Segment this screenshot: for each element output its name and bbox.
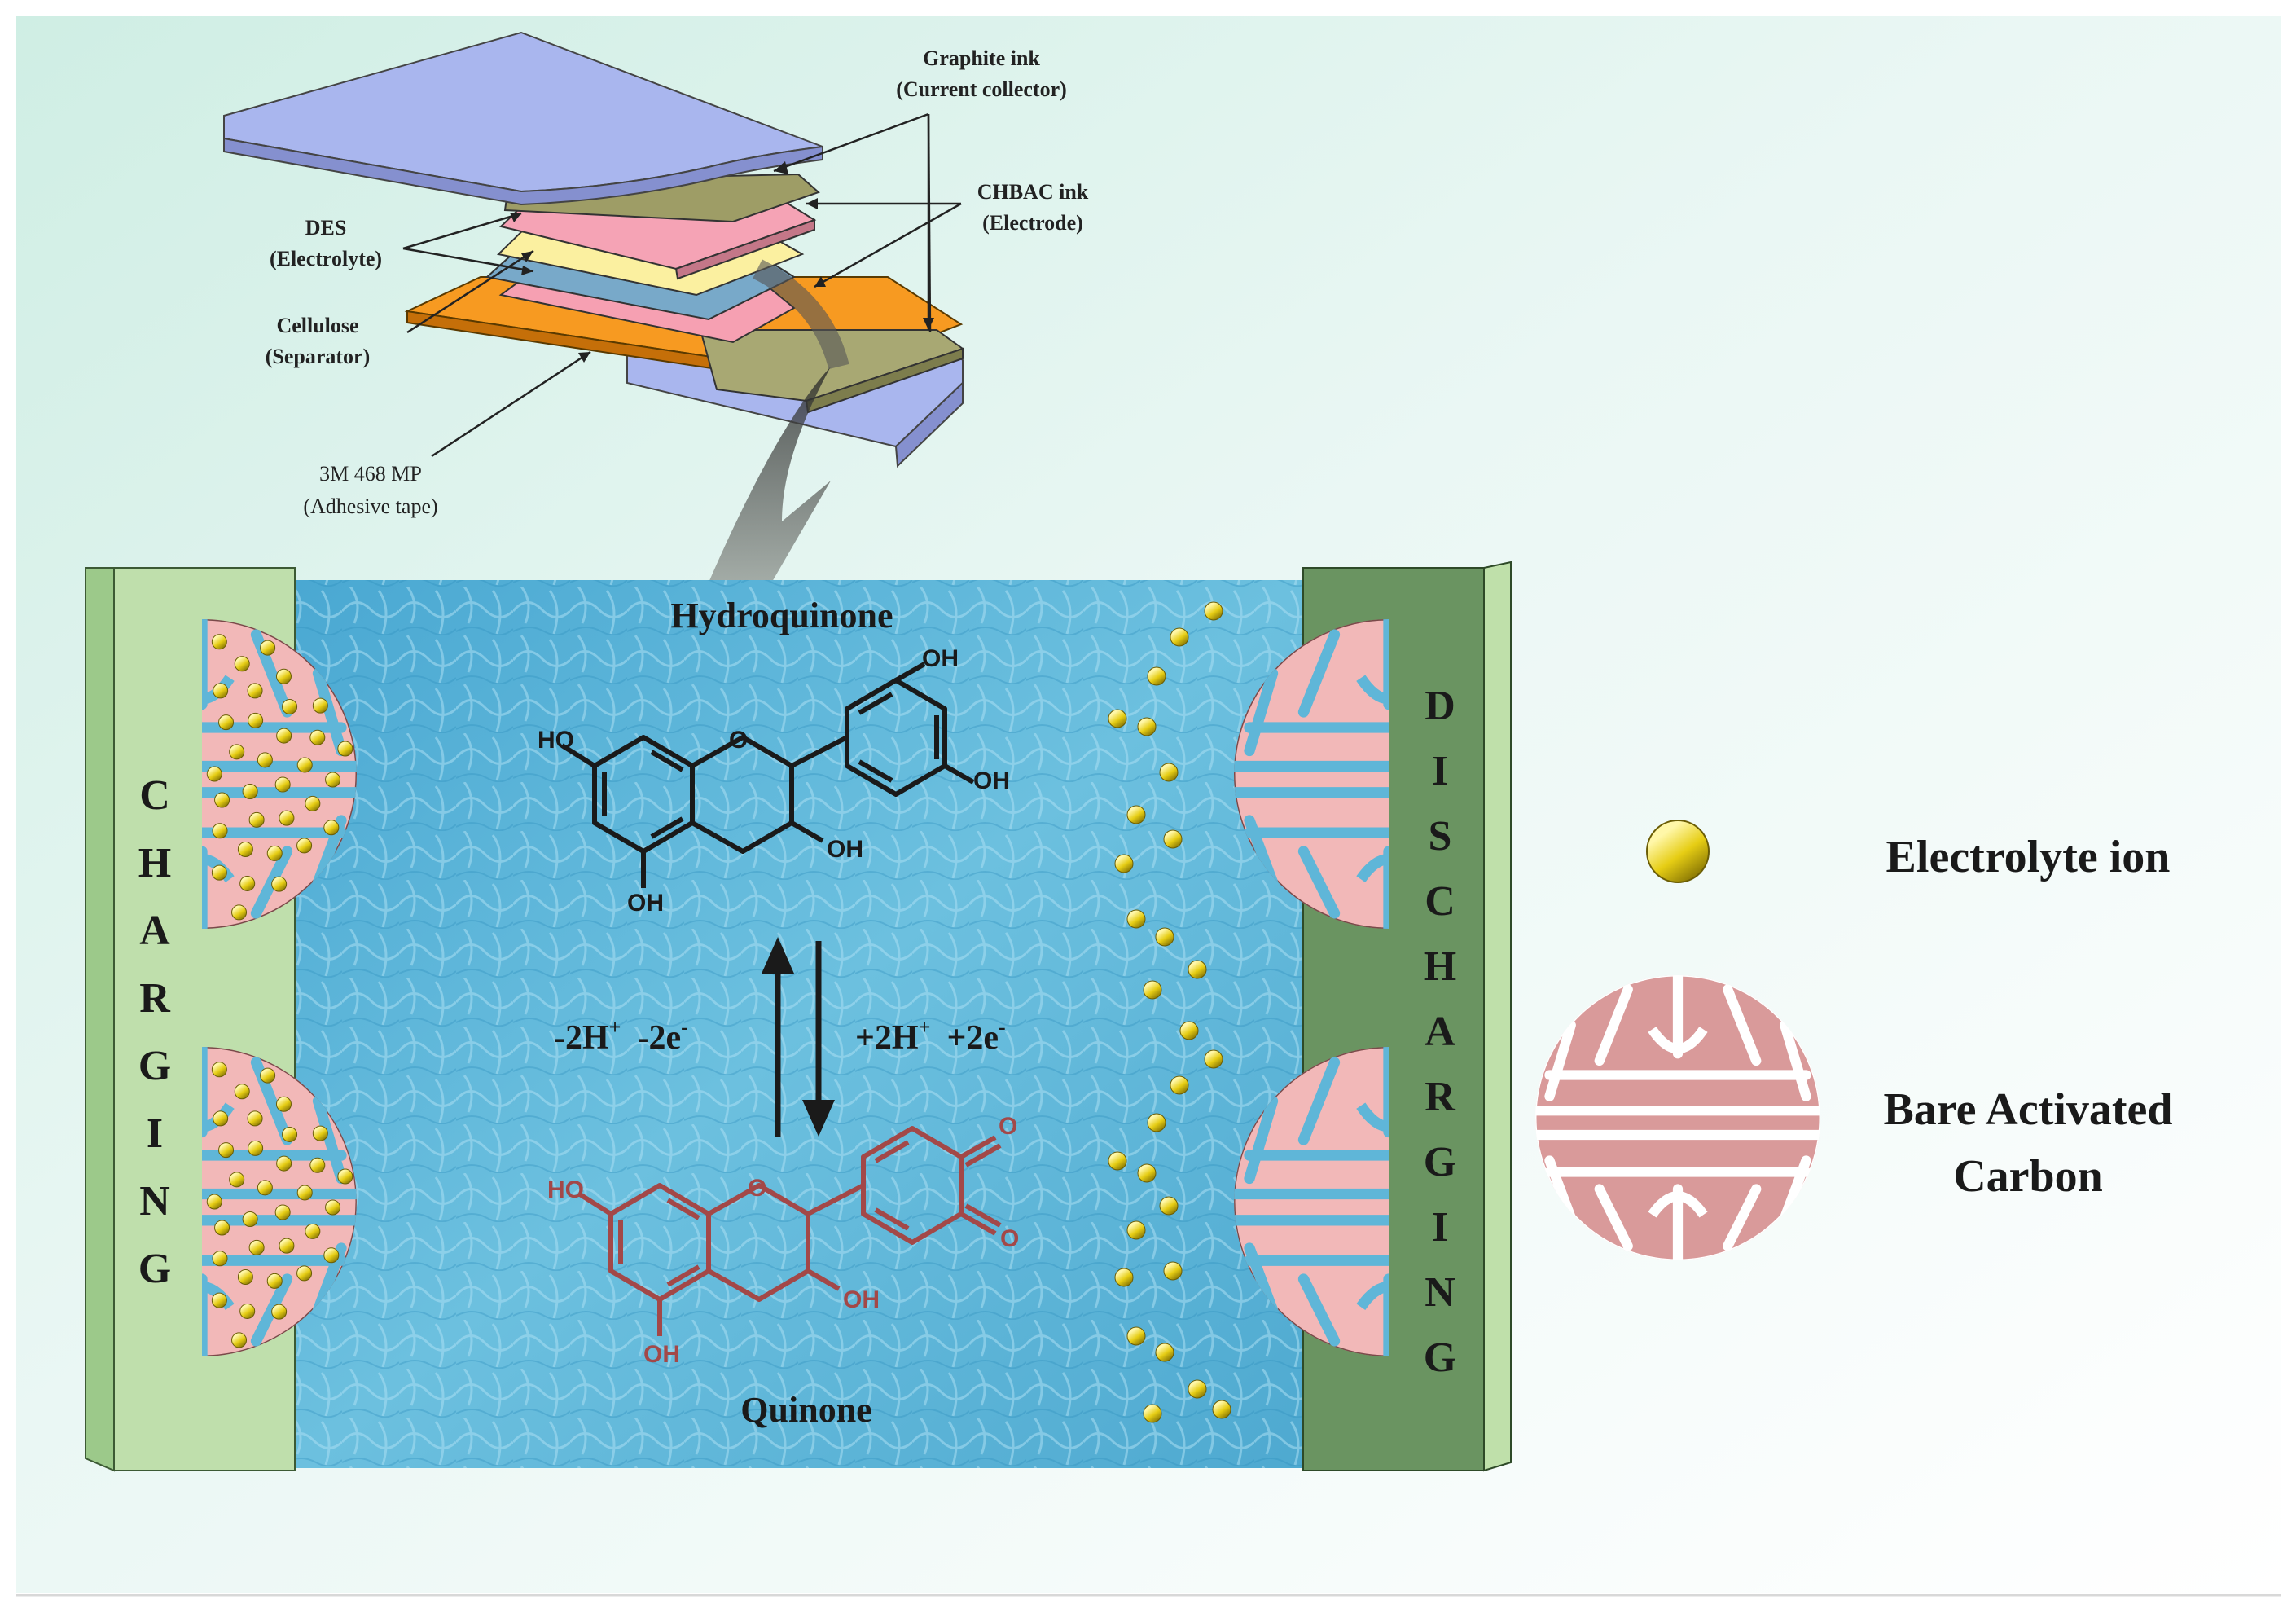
reduction-label: +2H++2e- [855, 1015, 1006, 1057]
q-carbonyl-bottom: O [1000, 1225, 1019, 1252]
q-ring-o: O [748, 1175, 766, 1202]
zoom-curved-arrow [709, 367, 831, 607]
hq-oh-bottom: OH [627, 890, 664, 917]
discharging-letter-1: D [1425, 683, 1455, 729]
carbon-particle-discharging-top [1234, 619, 1389, 929]
free-electrolyte-ions [1108, 601, 1231, 1423]
carbon-particle-charging-bottom [202, 1047, 357, 1356]
charging-letter-2: H [138, 840, 171, 886]
equilibrium-arrows [762, 937, 835, 1137]
charging-letter-1: C [139, 772, 170, 819]
legend-ion-label: Electrolyte ion [1886, 832, 2171, 882]
label-current-collector: (Current collector) [896, 77, 1067, 101]
mechanism-panel: C H A R G I N G D I S C H A R G I N G [85, 561, 1512, 1472]
label-graphite-ink: Graphite ink [923, 46, 1040, 70]
svg-text:+2H++2e-: +2H++2e- [855, 1015, 1006, 1057]
label-electrolyte: (Electrolyte) [270, 247, 382, 270]
discharging-letter-8: G [1424, 1139, 1456, 1185]
label-des: DES [305, 216, 347, 240]
charging-letter-4: R [139, 975, 171, 1022]
label-cellulose: Cellulose [276, 314, 358, 337]
legend-ion-symbol [1646, 820, 1710, 883]
legend: Electrolyte ion Bare Activated Carbon [1535, 820, 2173, 1260]
charging-letter-5: G [138, 1043, 171, 1089]
label-separator: (Separator) [266, 345, 371, 368]
charging-letter-3: A [139, 908, 170, 954]
q-oh-left: HO [547, 1176, 584, 1203]
oxidation-label: -2H+-2e- [554, 1015, 688, 1057]
q-carbonyl-top: O [999, 1113, 1017, 1140]
legend-carbon-label-line1: Bare Activated [1883, 1084, 2172, 1135]
legend-carbon-symbol [1535, 975, 1820, 1260]
device-exploded-view: Graphite ink (Current collector) CHBAC i… [223, 31, 1089, 607]
label-electrode: (Electrode) [982, 211, 1083, 235]
discharging-letter-6: A [1425, 1009, 1455, 1055]
label-chbac-ink: CHBAC ink [977, 180, 1089, 204]
quinone-structure [578, 1126, 1002, 1336]
label-3m-tape: 3M 468 MP [319, 462, 422, 486]
hydroquinone-label: Hydroquinone [670, 596, 893, 635]
hq-oh-top: OH [922, 645, 959, 672]
hq-oh-left: HO [538, 727, 574, 754]
discharging-letter-3: S [1429, 813, 1452, 860]
discharging-letter-2: I [1432, 748, 1448, 794]
hq-ring-o: O [729, 727, 748, 754]
quinone-label: Quinone [740, 1390, 871, 1430]
discharging-letter-4: C [1425, 878, 1455, 925]
discharging-letter-5: H [1424, 943, 1456, 990]
hydroquinone-structure [560, 662, 975, 888]
carbon-particle-charging-top [202, 619, 357, 929]
hq-oh-right: OH [973, 767, 1010, 794]
device-leader-lines [402, 112, 962, 458]
q-oh-mid: OH [843, 1286, 880, 1313]
hq-oh-mid: OH [827, 836, 863, 863]
charging-letter-8: G [138, 1246, 171, 1292]
legend-carbon-label-line2: Carbon [1953, 1151, 2103, 1202]
discharging-letter-10: N [1425, 1269, 1455, 1316]
discharging-letter-11: G [1424, 1334, 1456, 1381]
charging-letter-7: N [139, 1178, 170, 1224]
discharging-letter-7: R [1425, 1074, 1456, 1120]
label-adhesive-tape: (Adhesive tape) [303, 495, 437, 518]
svg-text:-2H+-2e-: -2H+-2e- [554, 1015, 688, 1057]
charging-letter-6: I [147, 1110, 163, 1157]
q-oh-bottom: OH [643, 1341, 680, 1368]
discharging-letter-9: I [1432, 1204, 1448, 1251]
